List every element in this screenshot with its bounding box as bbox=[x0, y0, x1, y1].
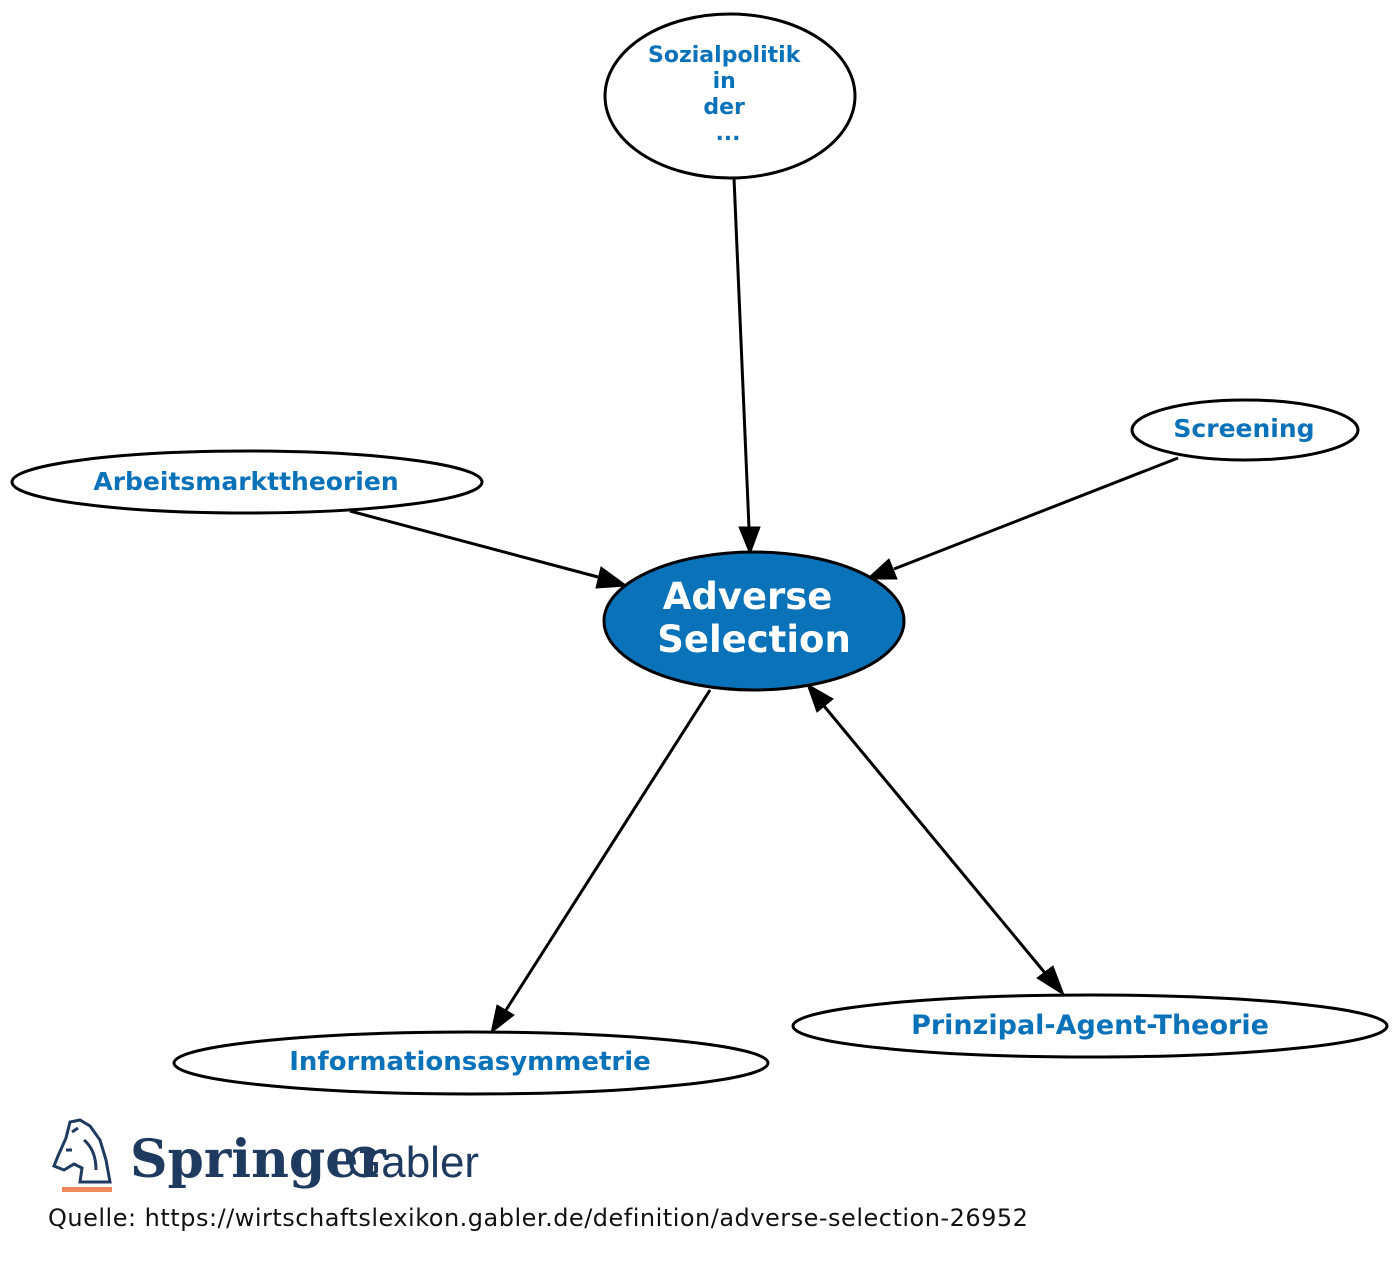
edges bbox=[349, 177, 1179, 1035]
node-prinzipal-agent-theorie-label: Prinzipal-Agent-Theorie bbox=[911, 1010, 1269, 1041]
node-informationsasymmetrie[interactable]: Informationsasymmetrie bbox=[172, 1030, 770, 1096]
logo-brand-text: Springer bbox=[130, 1129, 386, 1190]
node-arbeitsmarkttheorien[interactable]: Arbeitsmarkttheorien bbox=[10, 449, 484, 515]
logo-underline bbox=[62, 1187, 112, 1192]
arrowhead-screening-to-adverse bbox=[865, 558, 898, 580]
node-informationsasymmetrie-label: Informationsasymmetrie bbox=[289, 1047, 651, 1077]
edge-arbeitsmarkt-to-adverse bbox=[349, 509, 599, 579]
arrowhead-sozialpolitik-to-adverse bbox=[738, 526, 761, 556]
edge-sozialpolitik-to-adverse bbox=[732, 177, 751, 529]
node-sozialpolitik-label: Sozialpolitik in der ... bbox=[648, 43, 808, 146]
logo-imprint-text: Gabler bbox=[347, 1138, 479, 1187]
node-arbeitsmarkttheorien-ellipse bbox=[10, 449, 484, 515]
springer-gabler-logo: Springer Gabler bbox=[52, 1118, 479, 1192]
node-screening[interactable]: Screening bbox=[1130, 398, 1360, 462]
arrowhead-prinzipal-end bbox=[1036, 965, 1065, 997]
source-citation: Quelle: https://wirtschaftslexikon.gable… bbox=[48, 1204, 1029, 1232]
node-arbeitsmarkttheorien-label: Arbeitsmarkttheorien bbox=[93, 467, 398, 496]
node-sozialpolitik-ellipse bbox=[603, 12, 857, 180]
arrowhead-adverse-end bbox=[806, 682, 834, 713]
edge-adverse-prinzipal bbox=[822, 705, 1047, 974]
arrowhead-arbeitsmarkt-to-adverse bbox=[595, 566, 629, 589]
node-sozialpolitik[interactable]: Sozialpolitik in der ... bbox=[603, 12, 857, 180]
node-adverse-selection-label: Adverse Selection bbox=[657, 575, 851, 661]
node-screening-label: Screening bbox=[1173, 414, 1314, 443]
node-prinzipal-agent-theorie[interactable]: Prinzipal-Agent-Theorie bbox=[791, 993, 1389, 1059]
node-screening-ellipse bbox=[1130, 398, 1360, 462]
node-adverse-selection: Adverse Selection bbox=[602, 550, 906, 692]
horse-head-icon bbox=[52, 1118, 112, 1184]
node-informationsasymmetrie-ellipse bbox=[172, 1030, 770, 1096]
node-prinzipal-agent-theorie-ellipse bbox=[791, 993, 1389, 1059]
edge-screening-to-adverse bbox=[893, 456, 1179, 571]
node-adverse-selection-ellipse bbox=[602, 550, 906, 692]
edge-adverse-to-information bbox=[504, 689, 712, 1011]
arrowhead-adverse-to-information bbox=[490, 1004, 515, 1035]
